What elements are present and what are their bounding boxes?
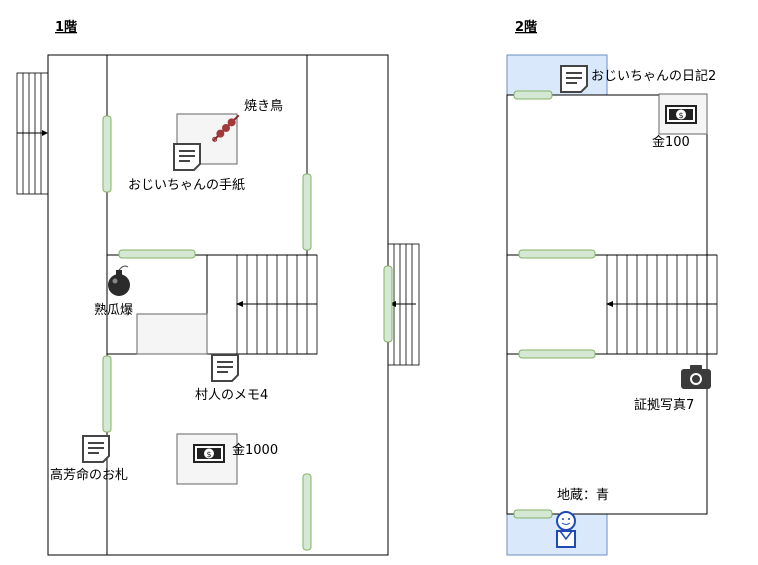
money-icon[interactable]: $ (665, 105, 697, 124)
skewer-icon[interactable] (210, 112, 241, 143)
f2-inner-stairs (606, 254, 718, 355)
label-photo: 証拠写真7 (634, 398, 694, 413)
money-icon[interactable]: $ (193, 444, 225, 463)
f2-door-3[interactable] (518, 349, 596, 359)
f1-right-stairs (387, 243, 420, 366)
floor1-title: 1階 (55, 19, 77, 35)
label-charm: 高芳命のお札 (50, 467, 128, 483)
floor2-title: 2階 (515, 19, 537, 35)
memo-icon[interactable] (211, 354, 239, 382)
f2-door-top[interactable] (513, 90, 553, 100)
label-yakitori: 焼き鳥 (244, 99, 283, 114)
label-money-100: 金100 (652, 134, 690, 150)
f1-inner-stairs (236, 254, 318, 355)
f1-door-1[interactable] (102, 115, 112, 193)
f1-door-6[interactable] (383, 265, 393, 343)
f1-door-2[interactable] (302, 173, 312, 251)
label-diary: おじいちゃんの日記2 (591, 68, 716, 84)
f1-door-5[interactable] (302, 473, 312, 551)
label-villager-memo: 村人のメモ4 (195, 388, 268, 403)
memo-icon[interactable] (560, 65, 588, 93)
f2-door-2[interactable] (518, 249, 596, 259)
label-money-1000: 金1000 (232, 442, 278, 458)
bomb-icon[interactable] (108, 265, 130, 296)
jizo-icon[interactable] (556, 511, 576, 548)
f1-door-4[interactable] (102, 355, 112, 433)
svg-text:$: $ (678, 111, 683, 120)
label-bomb: 熟瓜爆 (94, 302, 133, 318)
f2-highlight-top (506, 54, 608, 96)
f1-left-stairs (16, 72, 49, 195)
f1-gray-box (136, 313, 208, 355)
camera-icon[interactable] (681, 365, 711, 389)
label-jizo: 地蔵：青 (557, 488, 609, 503)
f2-door-bottom[interactable] (513, 509, 553, 519)
memo-icon[interactable] (82, 435, 110, 463)
svg-text:$: $ (206, 450, 211, 459)
f1-door-3[interactable] (118, 249, 196, 259)
memo-icon[interactable] (173, 143, 201, 171)
label-grandpa-letter: おじいちゃんの手紙 (128, 178, 245, 193)
